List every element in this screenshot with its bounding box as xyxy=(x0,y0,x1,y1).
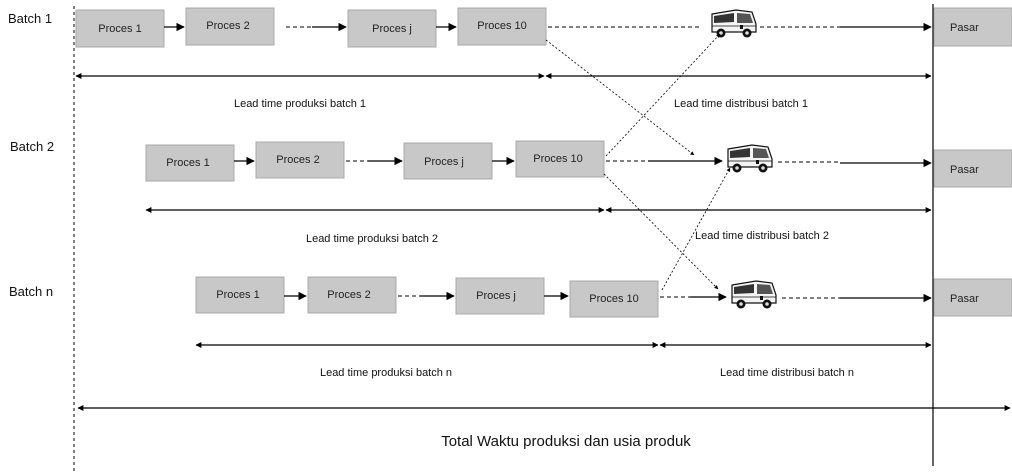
process-label: Proces 10 xyxy=(533,153,583,165)
process-label: Proces 1 xyxy=(98,23,141,35)
process-label: Proces 2 xyxy=(206,20,249,32)
process-box: Proces j xyxy=(403,142,493,180)
process-label: Proces j xyxy=(476,290,516,302)
process-box: Proces 1 xyxy=(195,276,285,314)
market-box: Pasar xyxy=(933,278,1012,317)
lead-time-distribution-label: Lead time distribusi batch 1 xyxy=(674,98,808,110)
market-label: Pasar xyxy=(950,293,979,305)
process-label: Proces j xyxy=(372,23,412,35)
process-label: Proces 1 xyxy=(166,157,209,169)
dotted-connector xyxy=(545,39,695,156)
market-label: Pasar xyxy=(950,22,979,34)
market-box: Pasar xyxy=(933,7,1012,47)
process-label: Proces 10 xyxy=(477,20,527,32)
dotted-connector xyxy=(603,173,719,290)
process-box: Proces 10 xyxy=(457,7,547,46)
delivery-truck-icon xyxy=(727,144,773,174)
market-box: Pasar xyxy=(933,149,1012,188)
process-box: Proces 2 xyxy=(185,7,275,46)
process-box: Proces 2 xyxy=(307,276,397,314)
lead-time-distribution-label: Lead time distribusi batch 2 xyxy=(695,230,829,242)
process-box: Proces 10 xyxy=(515,140,605,178)
batch-label: Batch 2 xyxy=(10,139,54,154)
dotted-connector xyxy=(661,167,731,291)
process-box: Proces j xyxy=(347,9,437,48)
process-box: Proces j xyxy=(455,277,545,315)
process-label: Proces 2 xyxy=(276,154,319,166)
lead-time-production-label: Lead time produksi batch n xyxy=(320,367,452,379)
process-box: Proces 1 xyxy=(75,9,165,48)
batch-1-row: Batch 1 Proces 1 Proces 2 Proces j Proce… xyxy=(8,7,1012,110)
batch-label: Batch n xyxy=(9,284,53,299)
lead-time-distribution-label: Lead time distribusi batch n xyxy=(720,367,854,379)
delivery-truck-icon xyxy=(711,9,757,39)
process-box: Proces 10 xyxy=(569,280,659,318)
process-box: Proces 2 xyxy=(255,141,345,179)
process-label: Proces j xyxy=(424,156,464,168)
process-box: Proces 1 xyxy=(145,144,235,182)
delivery-truck-icon xyxy=(731,280,777,310)
market-label: Pasar xyxy=(950,164,979,176)
dotted-connector xyxy=(605,33,721,157)
batch-2-row: Batch 2 Proces 1 Proces 2 Proces j Proce… xyxy=(10,139,1012,245)
process-label: Proces 10 xyxy=(589,293,639,305)
process-label: Proces 1 xyxy=(216,289,259,301)
lead-time-production-label: Lead time produksi batch 1 xyxy=(234,98,366,110)
lead-time-production-label: Lead time produksi batch 2 xyxy=(306,233,438,245)
total-time-label: Total Waktu produksi dan usia produk xyxy=(441,433,691,450)
process-label: Proces 2 xyxy=(327,289,370,301)
batch-n-row: Batch n Proces 1 Proces 2 Proces j Proce… xyxy=(9,276,1012,379)
batch-label: Batch 1 xyxy=(8,11,52,26)
